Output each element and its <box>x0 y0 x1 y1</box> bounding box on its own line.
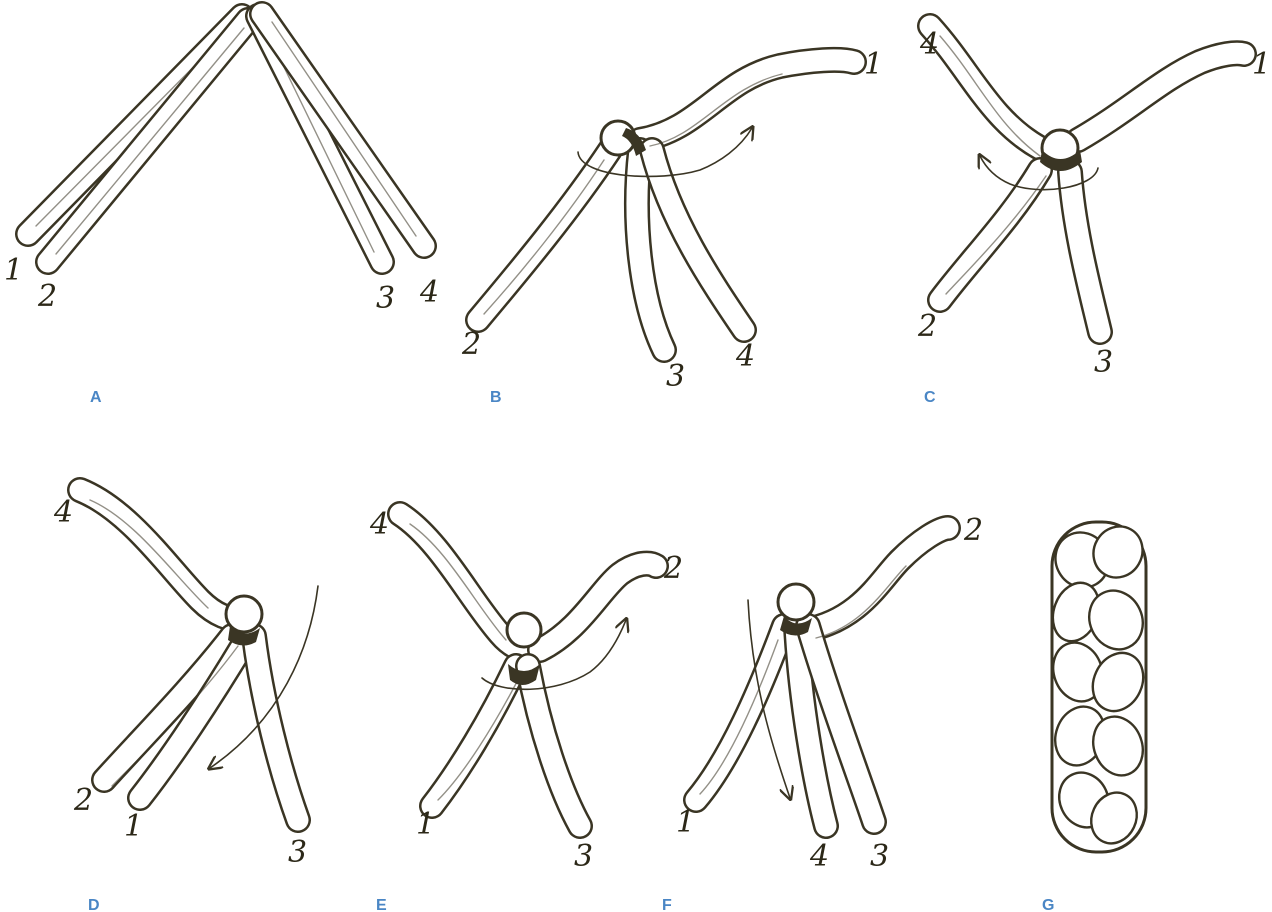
panel-e-knot <box>507 613 541 647</box>
panel-e-strand-4-number: 4 <box>369 507 389 542</box>
panel-e: 4 2 1 3 E <box>369 507 683 912</box>
panel-a-strand-1-number: 1 <box>4 253 23 288</box>
panel-d: 4 2 1 3 D <box>53 490 318 912</box>
panel-d-strands <box>80 490 298 820</box>
panel-d-strand-2-number: 2 <box>73 783 93 818</box>
panel-c-strand-4-number: 4 <box>919 27 939 62</box>
panel-a-strands <box>28 14 424 262</box>
panel-e-strands <box>400 514 656 826</box>
panel-e-strand-3-number: 3 <box>574 839 593 874</box>
panel-d-label: D <box>88 897 100 912</box>
panel-a: 1 2 3 4 A <box>4 14 439 406</box>
panel-d-strand-3-number: 3 <box>288 835 307 870</box>
panel-f-strand-1-number: 1 <box>676 805 695 840</box>
panel-f-strand-4-number: 4 <box>809 839 829 874</box>
panel-b-strands <box>478 60 854 350</box>
panel-f-strands <box>696 528 948 826</box>
panel-c-strand-1-number: 1 <box>1252 47 1271 82</box>
panel-a-strand-2-number: 2 <box>37 279 57 314</box>
panel-c-label: C <box>924 389 936 406</box>
panel-b-strand-3-number: 3 <box>666 359 685 394</box>
panel-a-strand-3-number: 3 <box>376 281 395 316</box>
panel-f-strand-2-number: 2 <box>963 513 983 548</box>
panel-f-label: F <box>662 897 672 912</box>
panel-d-strand-4-number: 4 <box>53 495 73 530</box>
panel-g-label: G <box>1042 897 1054 912</box>
panel-f: 2 1 4 3 F <box>662 513 983 912</box>
panel-a-label: A <box>90 389 102 406</box>
panel-e-strand-2-number: 2 <box>663 551 683 586</box>
panel-a-strand-4-number: 4 <box>419 275 439 310</box>
panel-f-knot <box>778 584 814 620</box>
panel-g: G <box>1042 517 1152 912</box>
panel-b-strand-1-number: 1 <box>864 47 883 82</box>
panel-d-knot <box>226 596 262 632</box>
panel-e-strand-1-number: 1 <box>416 807 435 842</box>
panel-c-strand-3-number: 3 <box>1094 345 1113 380</box>
panel-b: 1 2 3 4 B <box>461 47 883 406</box>
panel-c-strands <box>930 26 1244 332</box>
panel-b-strand-4-number: 4 <box>735 339 755 374</box>
panel-c: 4 1 2 3 C <box>917 26 1271 406</box>
panel-f-strand-3-number: 3 <box>870 839 889 874</box>
panel-e-label: E <box>376 897 387 912</box>
panel-d-strand-1-number: 1 <box>124 809 143 844</box>
panel-c-strand-2-number: 2 <box>917 309 937 344</box>
panel-b-strand-2-number: 2 <box>461 327 481 362</box>
panel-b-label: B <box>490 389 502 406</box>
